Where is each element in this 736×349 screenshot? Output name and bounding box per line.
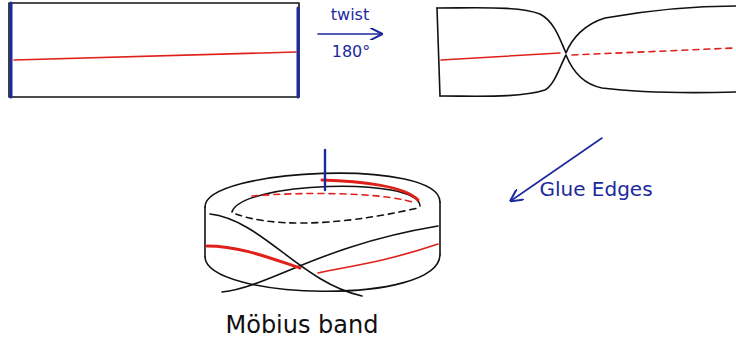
center-line-hidden: [252, 194, 412, 202]
center-line: [318, 244, 438, 273]
center-line: [14, 52, 296, 60]
glue-edge: [297, 8, 300, 97]
glue-label: Glue Edges: [539, 178, 652, 200]
angle-label: 180°: [332, 43, 371, 61]
center-line: [207, 246, 300, 268]
glue-edge: [10, 3, 13, 97]
center-line: [322, 180, 418, 200]
flat-strip: [9, 3, 299, 97]
twist-label: twist: [331, 6, 369, 24]
glue-seam: [324, 150, 326, 190]
twist-arrow: [318, 33, 380, 35]
caption-label: Möbius band: [225, 312, 378, 338]
mobius-band: [205, 173, 440, 296]
center-line: [441, 53, 560, 60]
twisted-strip: [437, 6, 736, 96]
center-line-hidden: [572, 48, 734, 55]
